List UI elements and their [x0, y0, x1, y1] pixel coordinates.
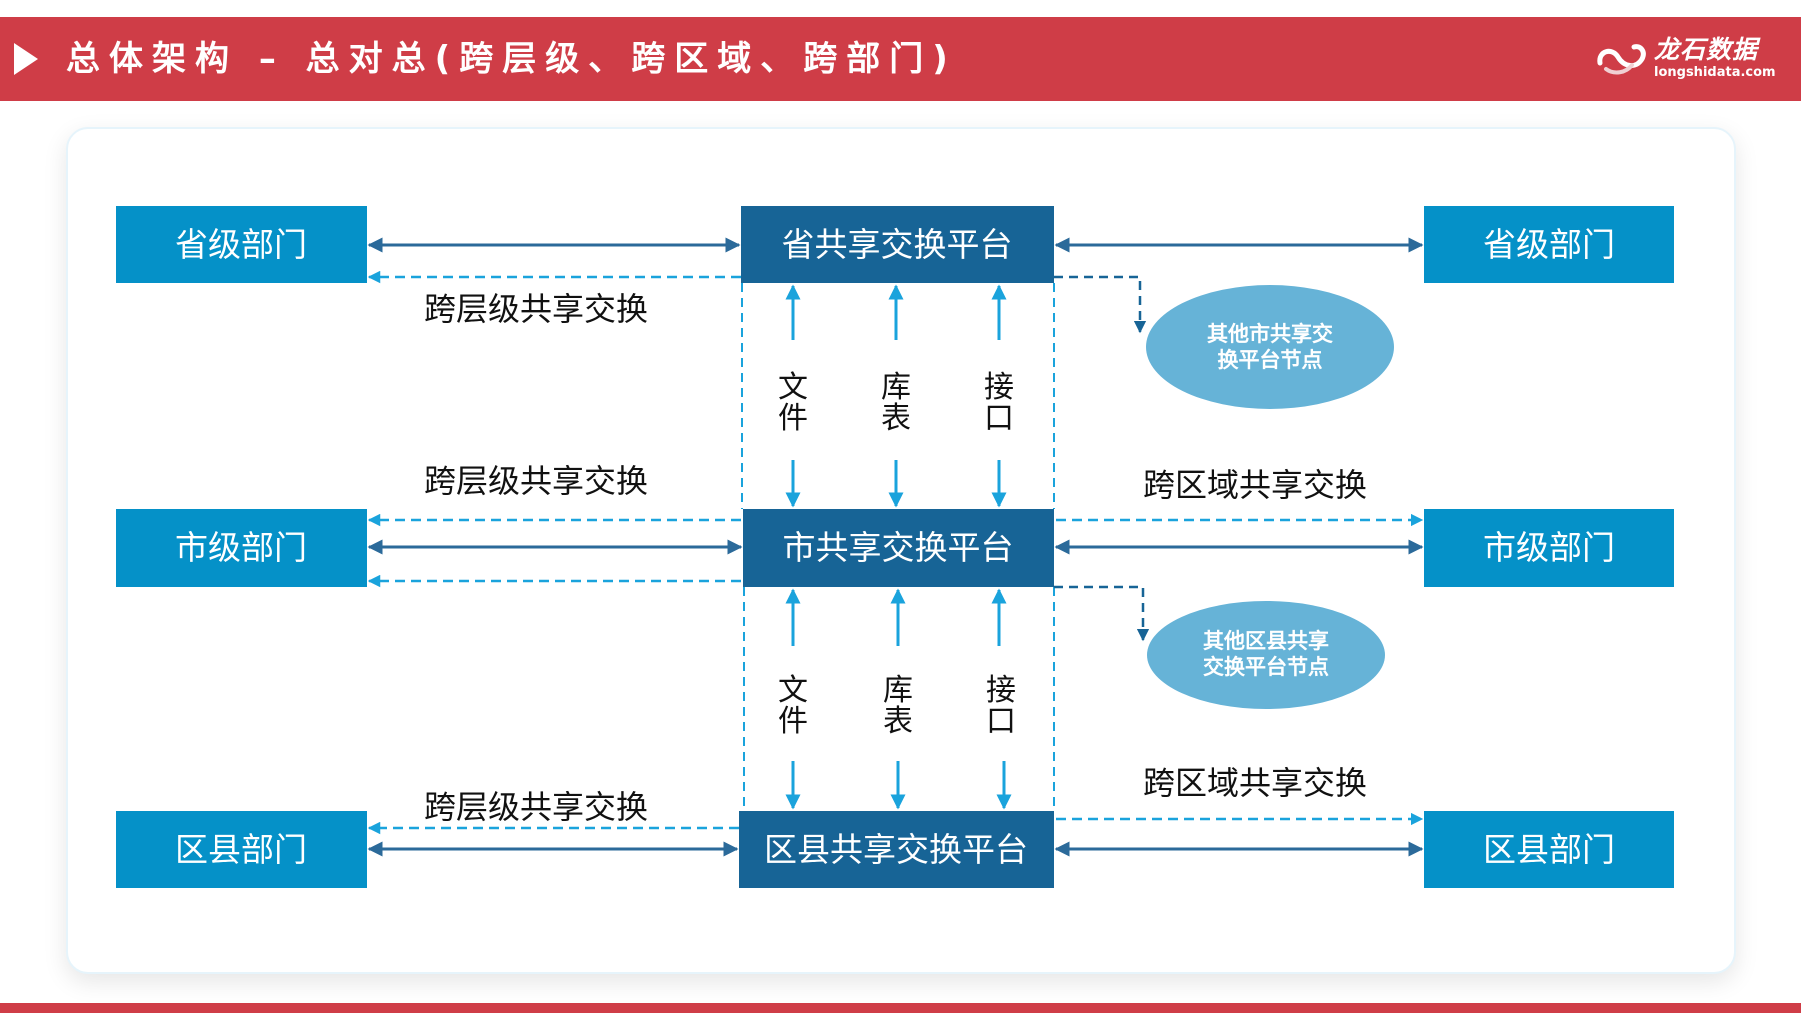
- channel-api-upper: 接 口: [984, 370, 1014, 436]
- svg-text:口: 口: [986, 704, 1016, 739]
- platform-province[interactable]: 省共享交换平台: [741, 206, 1054, 283]
- channel-arrows-upper: [785, 284, 1007, 508]
- box-label: 省级部门: [1483, 225, 1615, 264]
- box-label: 区县部门: [175, 830, 307, 869]
- cross-region-label-2: 跨区域共享交换: [1143, 764, 1367, 802]
- svg-text:交换平台节点: 交换平台节点: [1203, 655, 1329, 679]
- channel-file-lower: 文 件: [778, 673, 808, 739]
- svg-text:接: 接: [986, 673, 1016, 708]
- box-label: 市级部门: [1483, 528, 1615, 567]
- left-department-province[interactable]: 省级部门: [116, 206, 367, 283]
- svg-text:换平台节点: 换平台节点: [1218, 348, 1323, 372]
- svg-text:件: 件: [778, 401, 808, 436]
- channel-table-lower: 库 表: [883, 673, 913, 739]
- channel-file-upper: 文 件: [778, 370, 808, 436]
- brand-logo: 龙石数据 longshidata.com: [1596, 35, 1796, 85]
- page-title: 总体架构 – 总对总(跨层级、跨区域、跨部门): [66, 39, 957, 79]
- bottom-accent-bar: [0, 1003, 1801, 1013]
- box-label: 省级部门: [175, 225, 307, 264]
- box-label: 省共享交换平台: [782, 225, 1013, 264]
- svg-text:表: 表: [883, 704, 913, 739]
- title-banner: 总体架构 – 总对总(跨层级、跨区域、跨部门) 龙石数据 longshidata…: [0, 17, 1801, 101]
- svg-text:其他市共享交: 其他市共享交: [1207, 322, 1333, 346]
- left-department-county[interactable]: 区县部门: [116, 811, 367, 888]
- arrow-city-to-other-county-nodes: [1054, 585, 1150, 642]
- svg-text:库: 库: [881, 370, 911, 405]
- swirl-logo-icon: [1597, 44, 1646, 75]
- platform-city[interactable]: 市共享交换平台: [743, 509, 1054, 587]
- arrow-province-to-other-city-nodes: [1054, 275, 1147, 334]
- right-department-province[interactable]: 省级部门: [1424, 206, 1674, 283]
- svg-text:库: 库: [883, 673, 913, 708]
- svg-text:口: 口: [984, 401, 1014, 436]
- svg-text:接: 接: [984, 370, 1014, 405]
- box-label: 区县共享交换平台: [764, 830, 1028, 869]
- play-triangle-icon: [14, 43, 38, 75]
- platform-county[interactable]: 区县共享交换平台: [739, 811, 1054, 888]
- left-department-city[interactable]: 市级部门: [116, 509, 367, 587]
- cross-region-label-1: 跨区域共享交换: [1143, 466, 1367, 504]
- cross-level-label-2: 跨层级共享交换: [424, 462, 648, 500]
- cross-level-label-3: 跨层级共享交换: [424, 788, 648, 826]
- right-department-city[interactable]: 市级部门: [1424, 509, 1674, 587]
- svg-text:其他区县共享: 其他区县共享: [1203, 629, 1329, 653]
- cross-level-label-1: 跨层级共享交换: [424, 290, 648, 328]
- box-label: 市共享交换平台: [783, 528, 1014, 567]
- svg-text:文: 文: [778, 673, 808, 708]
- right-department-county[interactable]: 区县部门: [1424, 811, 1674, 888]
- channel-arrows-lower: [785, 588, 1012, 810]
- channel-table-upper: 库 表: [881, 370, 911, 436]
- other-county-platform-nodes[interactable]: 其他区县共享 交换平台节点: [1147, 601, 1385, 709]
- svg-text:文: 文: [778, 370, 808, 405]
- svg-text:件: 件: [778, 704, 808, 739]
- logo-url: longshidata.com: [1654, 65, 1776, 80]
- platform-dashed-frame: [741, 283, 1055, 811]
- other-city-platform-nodes[interactable]: 其他市共享交 换平台节点: [1146, 285, 1394, 409]
- logo-name: 龙石数据: [1654, 35, 1759, 64]
- box-label: 区县部门: [1483, 830, 1615, 869]
- channel-api-lower: 接 口: [986, 673, 1016, 739]
- svg-text:表: 表: [881, 401, 911, 436]
- box-label: 市级部门: [175, 528, 307, 567]
